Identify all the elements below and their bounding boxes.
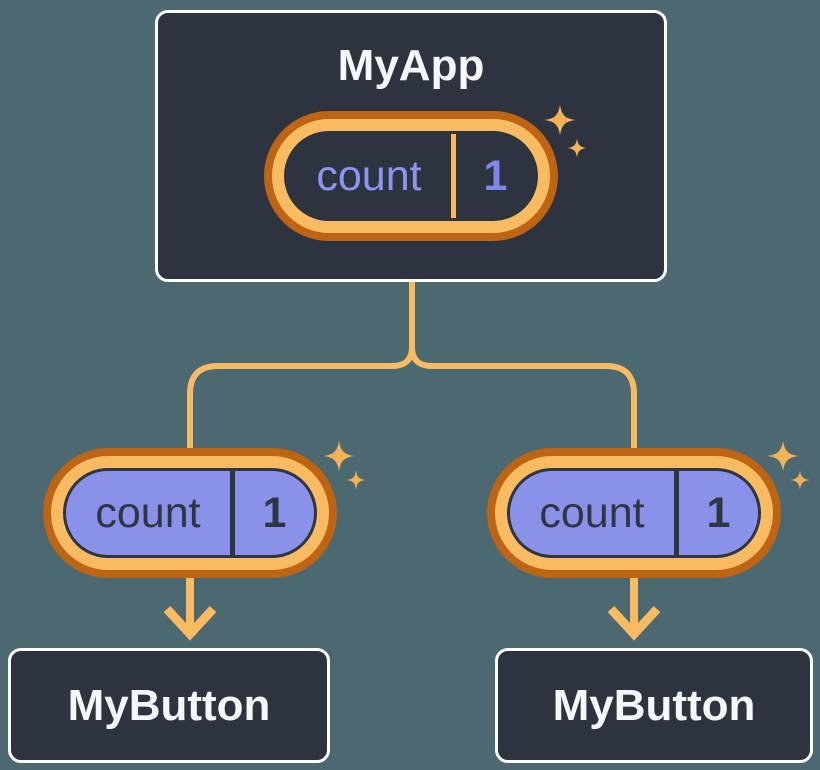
component-node-mybutton-left: MyButton — [8, 648, 330, 763]
component-name: MyApp — [337, 41, 485, 90]
connector-line — [187, 346, 415, 452]
sparkle-icon — [790, 470, 810, 490]
component-node-myapp: MyApp count 1 — [155, 10, 667, 282]
sparkle-icon — [346, 470, 366, 490]
component-name: MyButton — [552, 680, 756, 730]
arrow-down-icon — [607, 605, 661, 641]
sparkle-icon — [323, 440, 355, 472]
state-pill-body: count 1 — [507, 468, 761, 558]
connector-line — [409, 346, 637, 452]
state-pill-body: count 1 — [63, 468, 317, 558]
state-pill-body: count 1 — [284, 131, 538, 221]
state-value: 1 — [262, 488, 287, 537]
state-pill-divider — [674, 471, 679, 555]
component-name: MyButton — [67, 680, 271, 730]
state-pill: count 1 — [43, 448, 337, 578]
state-name: count — [95, 488, 201, 537]
state-value: 1 — [483, 151, 508, 200]
state-name: count — [539, 488, 645, 537]
state-name: count — [316, 151, 422, 200]
state-pill-divider — [451, 134, 456, 218]
state-value: 1 — [706, 488, 731, 537]
arrow-down-icon — [163, 605, 217, 641]
state-pill: count 1 — [264, 111, 558, 241]
component-node-mybutton-right: MyButton — [495, 648, 813, 763]
state-pill-ring: count 1 — [272, 119, 550, 233]
state-pill-divider — [230, 471, 235, 555]
state-pill: count 1 — [487, 448, 781, 578]
sparkle-icon — [767, 440, 799, 472]
state-pill-ring: count 1 — [51, 456, 329, 570]
state-pill-ring: count 1 — [495, 456, 773, 570]
